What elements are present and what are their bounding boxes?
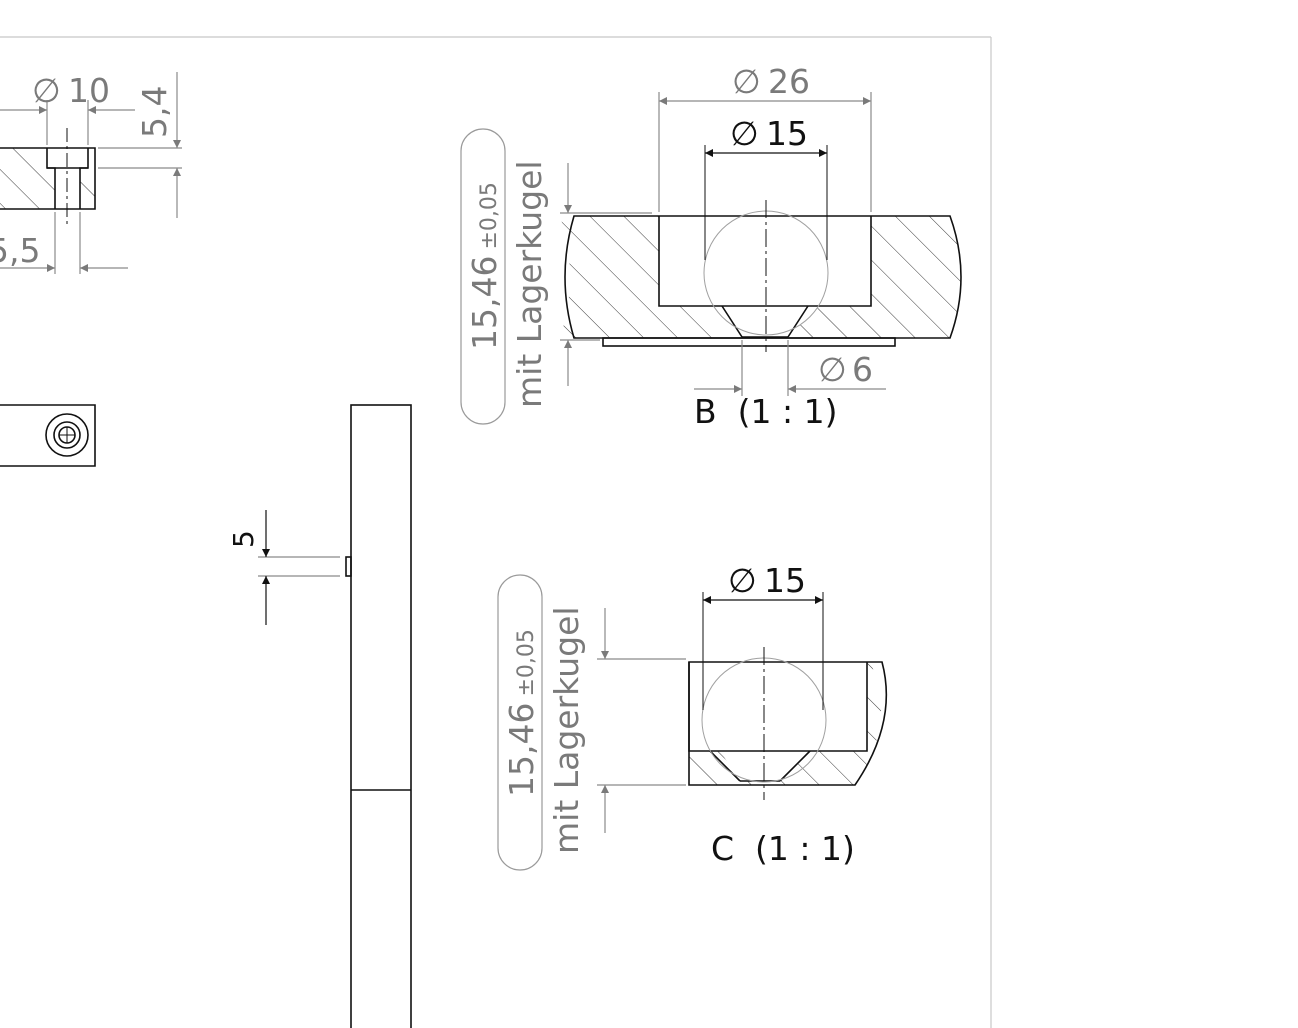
dim-5-4: 5,4 — [135, 86, 174, 138]
dim-dia-10: 10 — [68, 71, 110, 110]
detail-c-height: 15,46±0,05 — [502, 629, 541, 797]
dim-5-5: 5,5 — [0, 231, 40, 270]
detail-view-c: ∅ 15 15,46±0,05 mit Lagerkugel C (1 : 1) — [497, 561, 888, 871]
detail-b-dia-6: 6 — [852, 350, 873, 389]
detail-b-height-note: mit Lagerkugel — [510, 160, 549, 408]
detail-c-label: C (1 : 1) — [711, 829, 855, 868]
detail-b-dia-26: 26 — [768, 62, 810, 101]
detail-b-inspection-frame — [460, 128, 506, 425]
detail-b-dia-15-symbol: ∅ — [730, 114, 759, 153]
sheet-border — [0, 36, 992, 1028]
detail-b-label: B (1 : 1) — [694, 392, 837, 431]
detail-b-dia-6-symbol: ∅ — [818, 350, 847, 389]
side-view-plate: 5 — [227, 404, 412, 1028]
detail-b-dia-26-symbol: ∅ — [732, 62, 761, 101]
top-left-section-view: ∅ 10 5,4 5,5 — [0, 71, 182, 274]
left-top-view — [0, 404, 96, 467]
detail-b-dia-15: 15 — [766, 114, 808, 153]
detail-view-b: ∅ 26 ∅ 15 ∅ 6 15,46±0,05 mit Lagerkugel … — [460, 62, 962, 431]
dim-dia-10-symbol: ∅ — [32, 71, 61, 110]
detail-c-dia-15: 15 — [764, 561, 806, 600]
dim-5: 5 — [227, 530, 260, 548]
detail-b-height: 15,46±0,05 — [465, 182, 504, 350]
detail-c-dia-15-symbol: ∅ — [728, 561, 757, 600]
detail-c-height-note: mit Lagerkugel — [547, 606, 586, 854]
detail-c-inspection-frame — [497, 574, 543, 871]
